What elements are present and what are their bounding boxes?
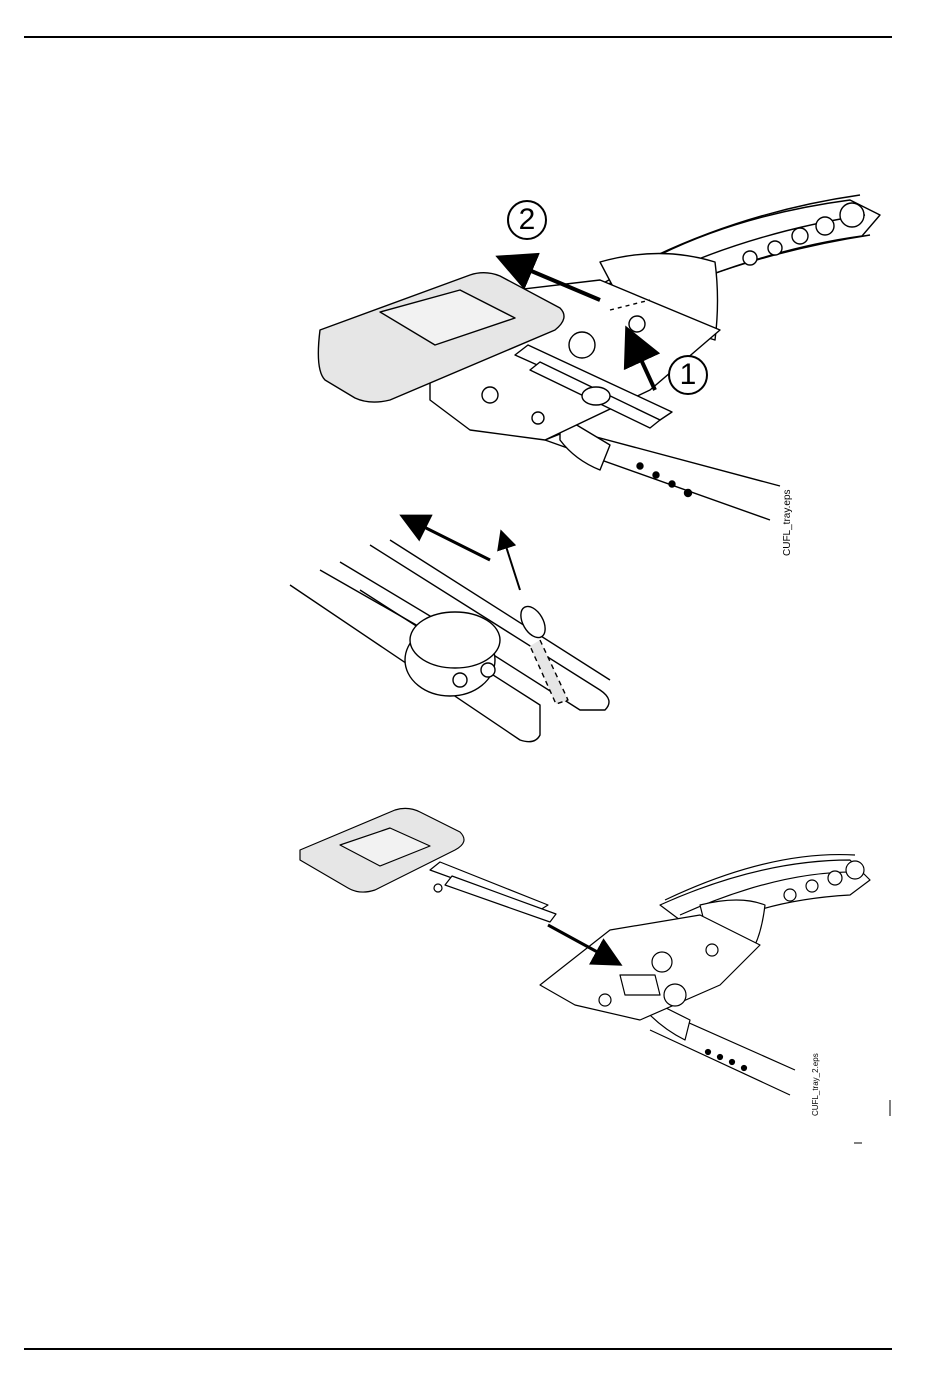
step-1-badge: 1: [668, 355, 708, 395]
detail-illustration: [290, 540, 610, 742]
figure2-illustration: [300, 808, 870, 1095]
figure1-illustration: [318, 195, 880, 520]
step-2-badge: 2: [507, 200, 547, 240]
arrow-pull-pin: [503, 537, 520, 590]
figure1-file-label: CUFL_tray.eps: [782, 489, 793, 556]
arrow-slide: [410, 520, 490, 560]
figure2-file-label: CUFL_tray_2.eps: [811, 1053, 820, 1116]
lock-ring: [516, 602, 550, 641]
